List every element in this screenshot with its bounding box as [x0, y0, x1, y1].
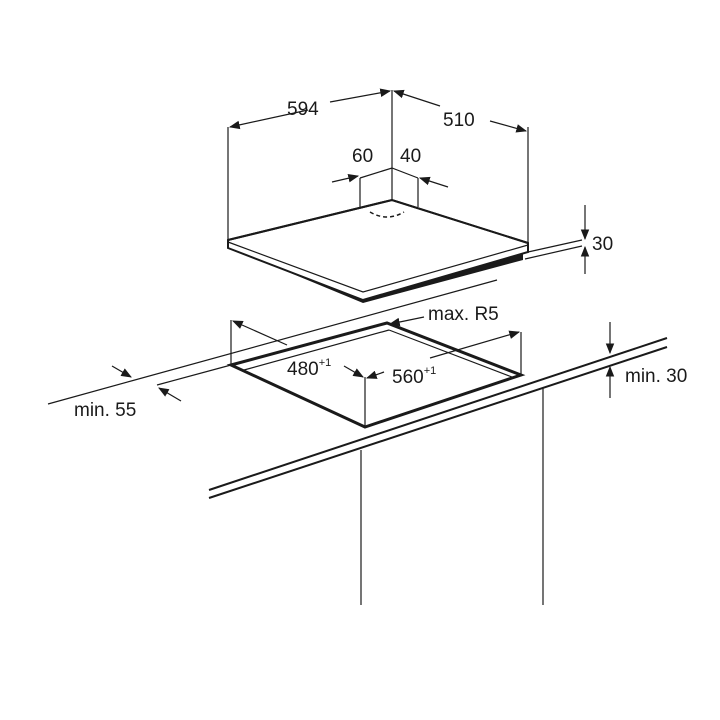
hob-height-label: 30 [592, 234, 613, 255]
hob-top-front-edge [227, 241, 529, 293]
depth-arrow-left [392, 89, 441, 107]
cutout-depth-arrow [232, 320, 288, 346]
extension-line [524, 245, 583, 260]
extension-line [527, 239, 583, 253]
cutout-inner-right [388, 329, 513, 378]
worktop-inner-edge [156, 364, 232, 386]
arrow [343, 365, 364, 378]
below-clearance: min. 30 [605, 322, 687, 398]
arrow [111, 365, 132, 378]
cutout-inner-back [243, 329, 390, 371]
worktop [47, 279, 668, 605]
corner-radius-label: max. R5 [428, 304, 499, 325]
rear-offset-right-label: 40 [400, 146, 421, 167]
arrow [158, 387, 182, 402]
cutout-depth-label: 480+1 [287, 357, 331, 380]
worktop-front-edge-top [208, 337, 668, 491]
front-clearance-label: min. 55 [74, 400, 136, 421]
below-clearance-label: min. 30 [625, 366, 687, 387]
arrow [331, 173, 360, 183]
rear-offset-left-label: 60 [352, 146, 373, 167]
arrow [418, 176, 449, 188]
radius-arrow [388, 316, 425, 327]
cutout-width-arrow [429, 330, 521, 359]
depth-arrow-right [489, 120, 528, 133]
hob-underside [232, 246, 523, 303]
arrow [365, 370, 385, 379]
front-clearance: min. 55 [74, 365, 182, 421]
hob-width-label: 594 [287, 99, 319, 120]
cutout-width-label: 560+1 [392, 365, 436, 388]
worktop-back-edge [47, 279, 498, 405]
hob: 594 510 60 40 30 [227, 88, 613, 303]
width-arrow-right [329, 88, 392, 103]
gas-connection-dashed [369, 211, 405, 218]
cutout: 480+1 560+1 max. R5 [226, 304, 526, 429]
hob-depth-label: 510 [443, 110, 475, 131]
rear-offset-guide [359, 167, 419, 179]
worktop-front-edge-bottom [208, 346, 668, 499]
width-arrow-left [228, 109, 309, 130]
